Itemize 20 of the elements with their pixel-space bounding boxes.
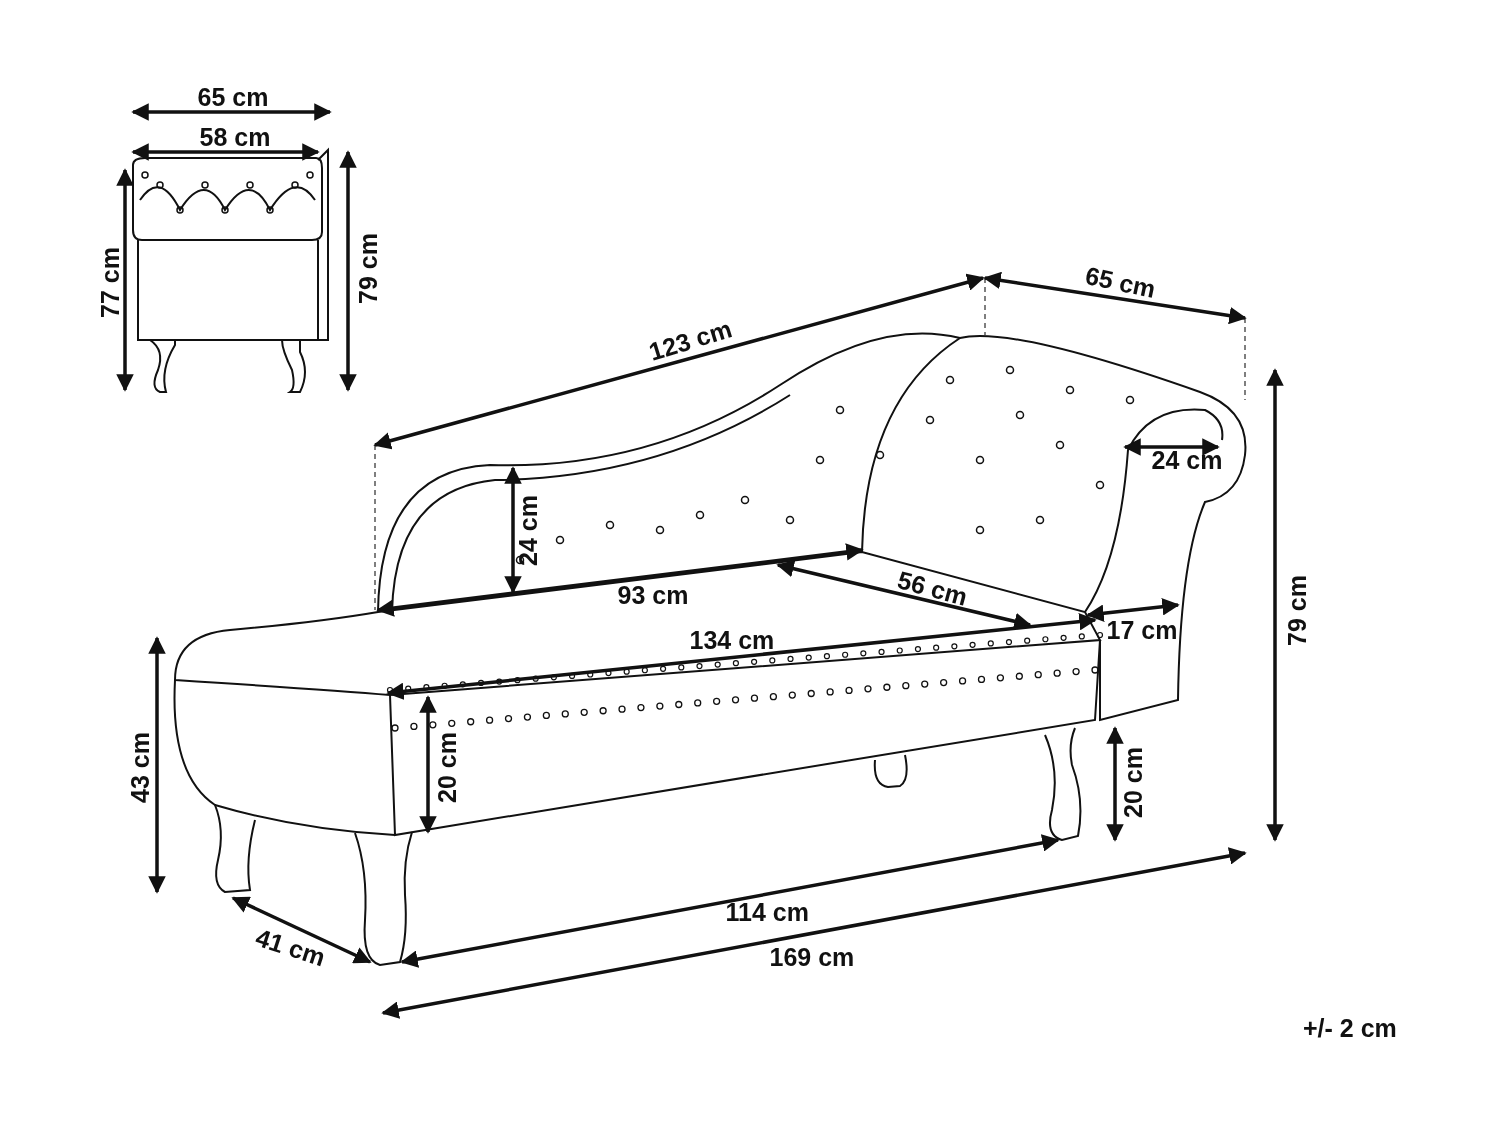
dimension-label: 43 cm: [127, 731, 153, 803]
dimension-label: 17 cm: [1106, 617, 1178, 643]
dimension-label: 93 cm: [617, 582, 689, 608]
dimension-label: 58 cm: [199, 124, 271, 150]
dimension-label: 20 cm: [434, 731, 460, 803]
dimension-label: 123 cm: [645, 315, 735, 365]
dimension-label: 79 cm: [1284, 574, 1310, 646]
dimension-label: 24 cm: [515, 494, 541, 566]
dimension-label: 77 cm: [97, 246, 123, 318]
dimension-label: 169 cm: [769, 944, 855, 970]
dimension-label: 20 cm: [1120, 746, 1146, 818]
dimension-label: 134 cm: [689, 627, 775, 653]
dimension-label: 41 cm: [252, 924, 328, 970]
dimension-label: 56 cm: [894, 566, 970, 610]
tolerance-note: +/- 2 cm: [1303, 1015, 1397, 1041]
dimension-label: 114 cm: [725, 899, 809, 925]
dimension-label: 79 cm: [355, 232, 381, 304]
dimension-label: 24 cm: [1151, 447, 1223, 473]
dimension-label: 65 cm: [197, 84, 269, 110]
dimension-label: 65 cm: [1082, 262, 1158, 302]
